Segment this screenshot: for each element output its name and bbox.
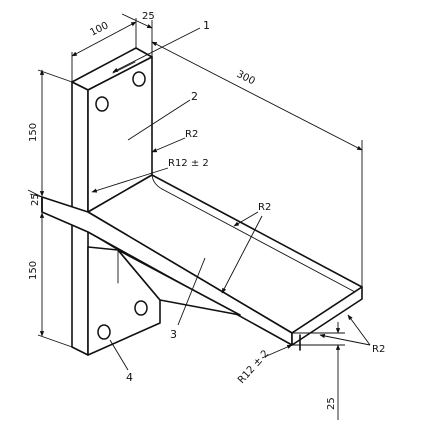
fillet-line-inner xyxy=(151,174,163,190)
hole-upper-right xyxy=(132,71,146,87)
leader-4 xyxy=(109,339,129,371)
dim-label-25-bottom: 25 xyxy=(326,397,337,410)
leader-r2-front-a xyxy=(347,314,371,346)
leaders xyxy=(91,27,371,371)
support-rib xyxy=(117,249,241,316)
radius-label-r2-middle: R2 xyxy=(258,202,271,213)
leader-r2-middle-b xyxy=(221,215,263,294)
horizontal-plate-end-face xyxy=(291,286,363,346)
dim-label-300: 300 xyxy=(235,69,257,87)
part-label-4: 4 xyxy=(126,371,133,384)
leader-r12-upper xyxy=(91,167,169,193)
part-label-1: 1 xyxy=(203,19,210,32)
dim-line-100 xyxy=(71,21,137,57)
part-label-2: 2 xyxy=(191,90,198,103)
radius-label-r2-upper: R2 xyxy=(185,129,198,140)
dim-label-150-lower: 150 xyxy=(28,261,39,280)
hole-upper-left xyxy=(95,96,109,112)
dim-line-25-side xyxy=(27,189,43,198)
leader-r12-front xyxy=(261,344,293,359)
dimension-lines xyxy=(27,13,363,420)
dim-label-150-upper: 150 xyxy=(28,123,39,142)
hole-lower-left xyxy=(97,324,111,340)
support-rib-face xyxy=(117,249,241,316)
radius-label-r12-upper: R12 ± 2 xyxy=(168,158,209,169)
leader-r2-front-b xyxy=(319,333,371,346)
holes xyxy=(95,71,148,340)
dim-line-25-top xyxy=(121,13,153,29)
part-label-3: 3 xyxy=(170,328,177,341)
dim-label-25-top: 25 xyxy=(142,11,155,22)
radius-label-r12-front: R12 ± 2 xyxy=(236,348,271,386)
radius-label-r2-front: R2 xyxy=(372,344,385,355)
leader-r2-upper xyxy=(151,137,186,153)
fillet-line-bottom xyxy=(87,231,119,251)
fillet-line-long xyxy=(161,188,356,293)
leader-r2-middle-a xyxy=(233,211,259,227)
leader-3 xyxy=(177,257,206,326)
dim-label-100: 100 xyxy=(88,20,110,38)
dim-label-25-side: 25 xyxy=(30,193,41,206)
dim-line-300 xyxy=(151,41,363,151)
hole-lower-right xyxy=(134,300,148,316)
leader-2 xyxy=(127,99,191,141)
leader-1 xyxy=(112,27,201,73)
